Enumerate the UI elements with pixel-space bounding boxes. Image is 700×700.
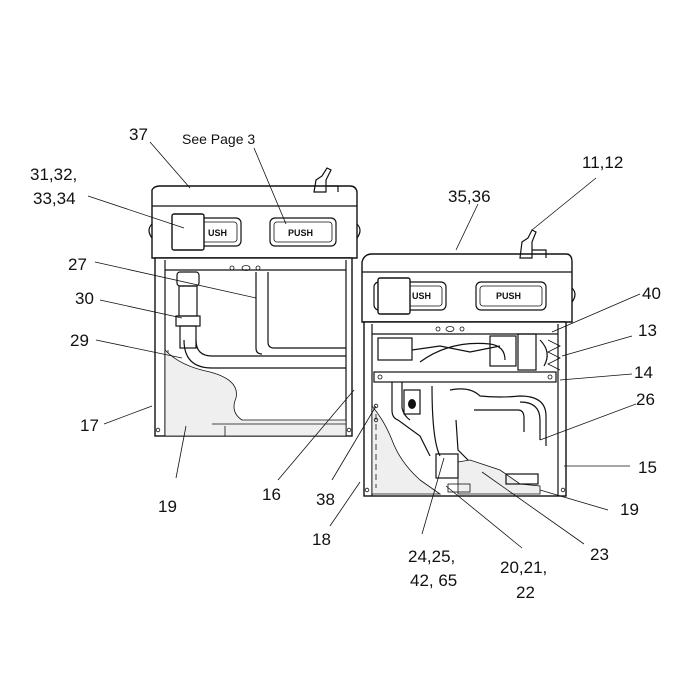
callout-35-36: 35,36	[448, 187, 491, 206]
callout-13: 13	[638, 321, 657, 340]
callout-19-right: 19	[620, 500, 639, 519]
push-button-label-right-unit: PUSH	[496, 291, 521, 301]
callout-26: 26	[636, 390, 655, 409]
push-button-label-left-unit: PUSH	[288, 228, 313, 238]
callout-19-left: 19	[158, 497, 177, 516]
callout-31-32: 31,32,	[30, 165, 77, 184]
callout-15: 15	[638, 458, 657, 477]
leader-lines	[87, 141, 641, 549]
callout-40: 40	[642, 284, 661, 303]
callout-33-34: 33,34	[33, 189, 76, 208]
callout-18: 18	[312, 530, 331, 549]
left-cooler-unit	[148, 167, 361, 437]
push-button-label-partial-right: USH	[412, 291, 431, 301]
callout-16: 16	[262, 485, 281, 504]
callout-14: 14	[634, 363, 653, 382]
right-cooler-unit	[361, 229, 576, 497]
callout-37: 37	[129, 125, 148, 144]
callout-42-65: 42, 65	[410, 571, 457, 590]
callout-24-25: 24,25,	[408, 547, 455, 566]
callout-29: 29	[70, 331, 89, 350]
callout-22: 22	[516, 583, 535, 602]
see-page-note: See Page 3	[182, 131, 255, 147]
push-button-label-partial-left: USH	[208, 228, 227, 238]
callout-30: 30	[75, 289, 94, 308]
callout-20-21: 20,21,	[500, 558, 547, 577]
callout-17: 17	[80, 416, 99, 435]
callout-38: 38	[316, 490, 335, 509]
callout-11-12: 11,12	[582, 153, 623, 172]
callout-27: 27	[68, 255, 87, 274]
callout-23: 23	[590, 545, 609, 564]
